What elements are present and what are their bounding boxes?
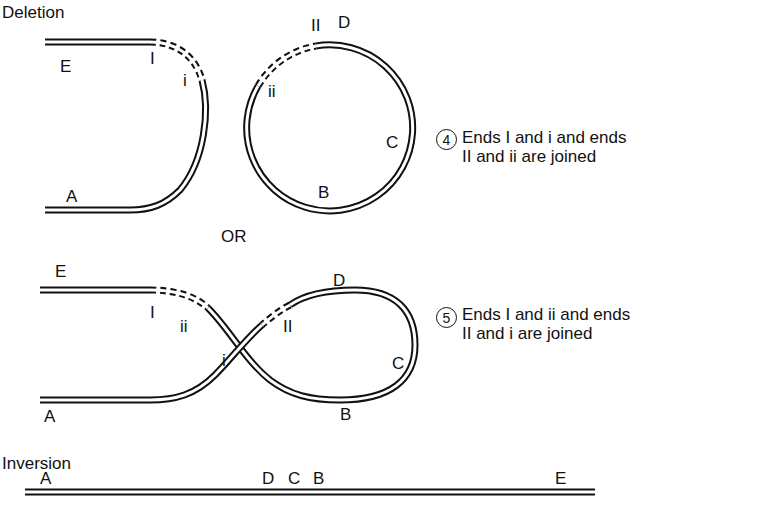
- section-heading: Inversion: [2, 455, 71, 474]
- strand-label: C: [288, 470, 300, 489]
- section-heading: Deletion: [2, 4, 64, 23]
- callout-circle: 5: [436, 307, 457, 328]
- strand-label: II: [283, 318, 292, 337]
- callout-number: 4: [443, 133, 451, 147]
- callout-note: Ends I and ii and ends II and i are join…: [462, 306, 636, 343]
- strand-label: A: [66, 188, 77, 207]
- strand-label: A: [44, 408, 55, 427]
- strand-label: D: [338, 14, 350, 33]
- strand-label: I: [150, 304, 155, 323]
- strand-label: C: [386, 134, 398, 153]
- strand-label: D: [262, 470, 274, 489]
- strand-label: E: [55, 263, 66, 282]
- strand-label: D: [333, 272, 345, 291]
- strand-label: ii: [180, 318, 188, 337]
- strand-label: B: [318, 184, 329, 203]
- strand-label: B: [340, 406, 351, 425]
- callout-circle: 4: [436, 129, 457, 150]
- strand-label: I: [150, 50, 155, 69]
- callout-number: 5: [443, 311, 451, 325]
- strand-label: II: [311, 17, 320, 36]
- strand-label: ii: [268, 83, 276, 102]
- callout-note: Ends I and i and ends II and ii are join…: [462, 129, 636, 166]
- strand-label: i: [222, 352, 226, 371]
- strand-label: OR: [221, 228, 247, 247]
- strand-label: E: [60, 58, 71, 77]
- strand-label: C: [392, 355, 404, 374]
- strand-label: E: [555, 470, 566, 489]
- strand-label: B: [313, 470, 324, 489]
- strand-label: i: [183, 72, 187, 91]
- strand-label: A: [40, 470, 51, 489]
